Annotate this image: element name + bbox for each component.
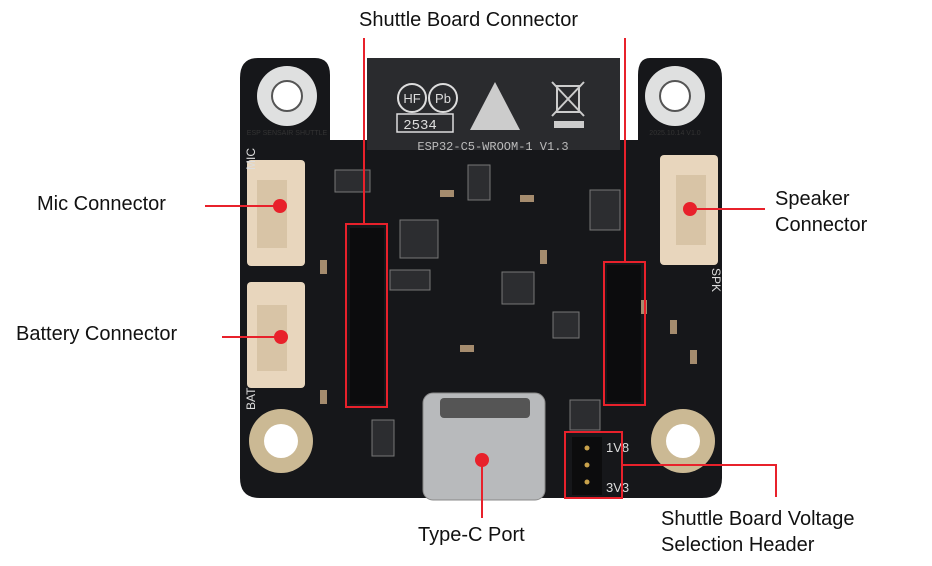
label-shuttle-connector: Shuttle Board Connector <box>359 9 579 31</box>
highlight-left-header <box>345 223 388 408</box>
label-battery-connector: Battery Connector <box>16 323 178 345</box>
pb-mark: Pb <box>435 91 451 106</box>
silk-top-left: ESP SENSAIR SHUTTLE <box>247 130 328 137</box>
marker-dot <box>274 330 288 344</box>
marker-dot <box>475 453 489 467</box>
silk-top-right: 2025.10.14 V1.0 <box>649 130 700 137</box>
label-speaker-line2: Connector <box>775 214 868 236</box>
marker-dot <box>683 202 697 216</box>
label-typec-port: Type-C Port <box>418 524 525 546</box>
hf-mark: HF <box>403 91 420 106</box>
silk-spk: SPK <box>709 268 723 292</box>
label-voltage-line2: Selection Header <box>661 534 815 556</box>
weee-icon <box>551 81 585 128</box>
silk-1v8: 1V8 <box>606 440 629 455</box>
silk-3v3: 3V3 <box>606 480 629 495</box>
module-label: ESP32-C5-WROOM-1 V1.3 <box>417 140 568 154</box>
marker-dot <box>273 199 287 213</box>
label-speaker-line1: Speaker <box>775 188 850 210</box>
label-speaker-connector: Speaker Connector <box>775 186 867 238</box>
lot-number: 2534 <box>403 118 437 134</box>
silk-bat: BAT <box>244 387 258 410</box>
shuttle-header-left <box>350 228 384 404</box>
annotations <box>205 38 777 518</box>
shuttle-header-right <box>607 265 641 402</box>
silk-mic: MIC <box>244 148 258 170</box>
mic-jst-connector <box>247 160 305 266</box>
label-mic-connector: Mic Connector <box>37 193 166 215</box>
leader-voltage <box>622 464 777 497</box>
esd-icon <box>470 82 520 130</box>
label-voltage-header: Shuttle Board Voltage Selection Header <box>661 506 854 558</box>
label-voltage-line1: Shuttle Board Voltage <box>661 508 855 530</box>
usb-c-port <box>422 392 546 501</box>
